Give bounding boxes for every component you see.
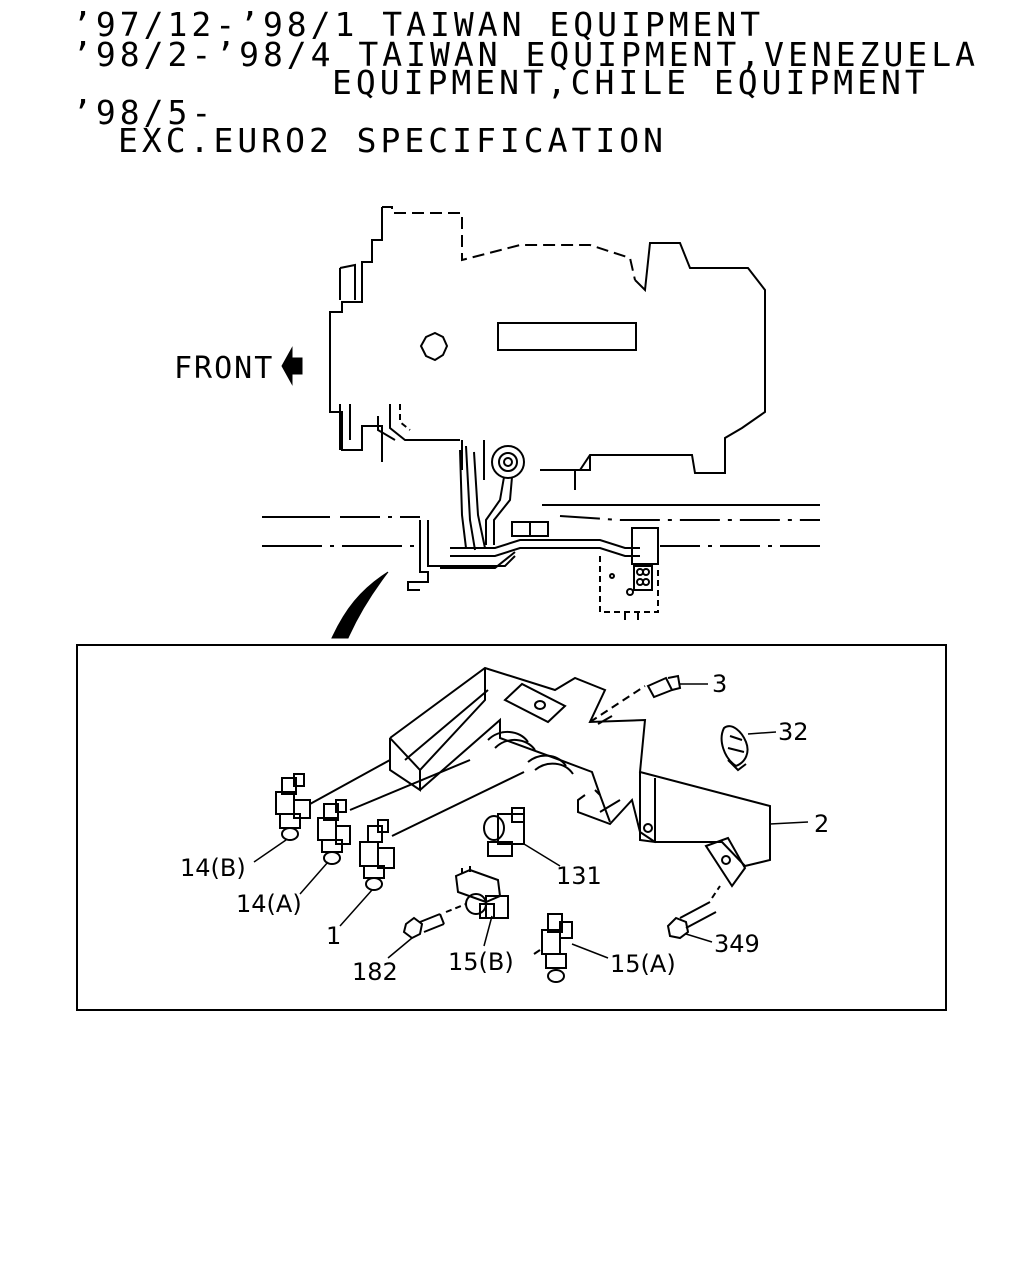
callout-32: 32: [778, 718, 809, 746]
callout-1: 1: [326, 922, 341, 950]
frame-rails: [262, 504, 820, 547]
callout-2: 2: [814, 810, 829, 838]
callout-3: 3: [712, 670, 727, 698]
bolt-part-182: [402, 903, 467, 940]
engine-outline: [329, 206, 766, 490]
vacuum-hoses: [440, 445, 640, 569]
header-line-2: ’98/2-’98/4 TAIWAN EQUIPMENT,VENEZUELA: [72, 35, 979, 74]
callout-182: 182: [352, 958, 398, 986]
bracket-assembly: [389, 666, 771, 888]
callout-15b: 15(B): [448, 948, 514, 976]
solenoid-part-1: [359, 771, 525, 891]
detail-pointer-icon: [331, 571, 389, 639]
callout-14b: 14(B): [180, 854, 246, 882]
callout-349: 349: [714, 930, 760, 958]
solenoid-part-131: [483, 807, 525, 857]
front-arrow-icon: [281, 346, 303, 386]
callout-131: 131: [556, 862, 602, 890]
callout-14a: 14(A): [236, 890, 302, 918]
bolt-part-349: [666, 885, 721, 940]
bracket-location: [407, 520, 659, 620]
detail-frame: [76, 644, 947, 1011]
solenoid-part-15a: [533, 913, 573, 983]
front-label: FRONT: [174, 351, 274, 386]
header-line-5: EXC.EURO2 SPECIFICATION: [118, 121, 667, 160]
callout-15a: 15(A): [610, 950, 676, 978]
header-line-1: ’97/12-’98/1 TAIWAN EQUIPMENT: [72, 5, 765, 44]
header-line-4: ’98/5-: [72, 93, 216, 132]
solenoid-part-14b: [275, 759, 391, 841]
solenoid-part-14a: [317, 759, 471, 865]
callout-leaders: [253, 683, 809, 959]
clip-part-32: [720, 725, 749, 772]
solenoid-part-15b: [454, 866, 509, 919]
header-notes: ’97/12-’98/1 TAIWAN EQUIPMENT ’98/2-’98/…: [0, 0, 1024, 170]
header-line-3: EQUIPMENT,CHILE EQUIPMENT: [332, 63, 929, 102]
